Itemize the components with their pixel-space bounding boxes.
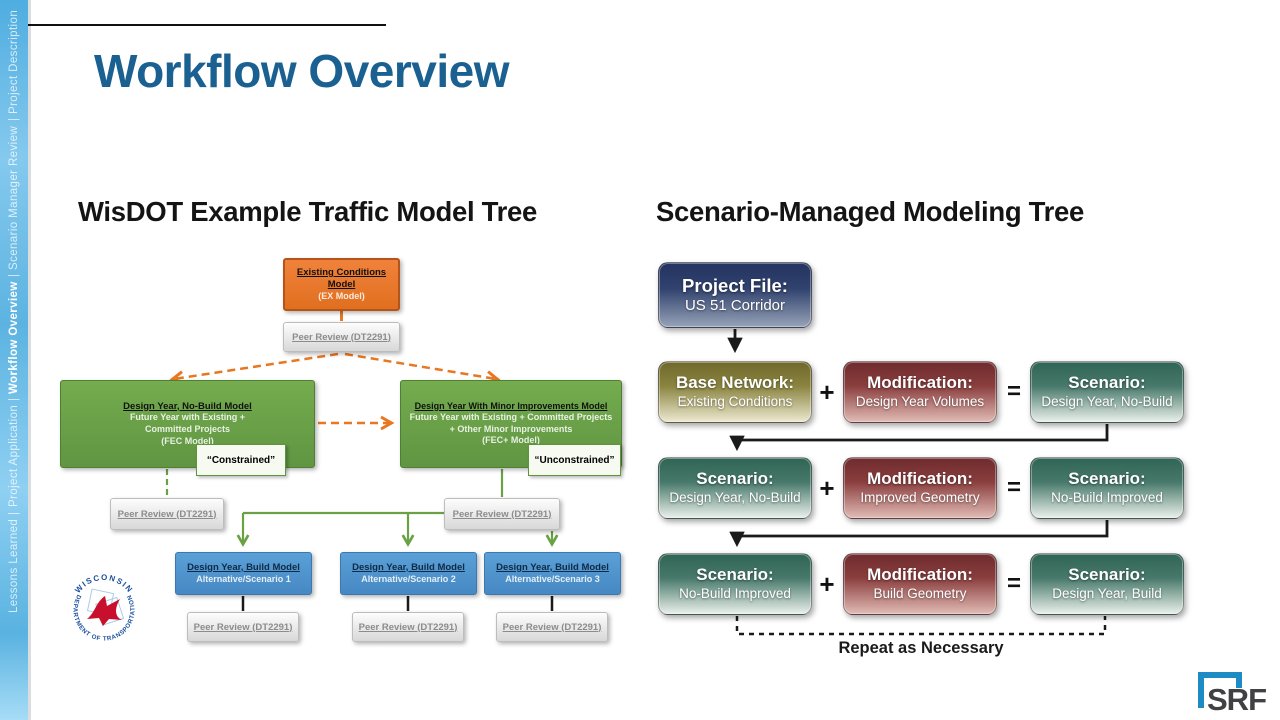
peer-review-label: Peer Review (DT2291)	[452, 508, 552, 520]
unconstrained-label: “Unconstrained”	[534, 454, 615, 466]
box-title: Modification:	[867, 469, 973, 489]
peer-review-label: Peer Review (DT2291)	[117, 508, 217, 520]
minor-title: Design Year With Minor Improvements Mode…	[414, 400, 608, 411]
repeat-label: Repeat as Necessary	[838, 639, 1004, 657]
box-title: Scenario:	[1068, 469, 1146, 489]
existing-conditions-box: Existing Conditions Model (EX Model)	[283, 258, 400, 311]
base-network-box: Base Network: Existing Conditions	[658, 361, 812, 423]
box-subtitle: Design Year, Build	[1052, 585, 1162, 601]
build-alt-2: Alternative/Scenario 2	[361, 573, 456, 584]
equals-operator: =	[1006, 474, 1021, 501]
arrow-peer-to-nobuild	[169, 352, 339, 385]
equals-operator: =	[1006, 378, 1021, 405]
right-diagram-heading: Scenario-Managed Modeling Tree	[656, 196, 1085, 227]
header-rule	[28, 24, 386, 26]
constrained-label: “Constrained”	[206, 454, 276, 466]
box-subtitle: Design Year Volumes	[855, 393, 985, 409]
minor-body-1: Future Year with Existing + Committed Pr…	[409, 412, 613, 423]
box-title: Scenario:	[696, 469, 774, 489]
unconstrained-tag: “Unconstrained”	[528, 444, 621, 476]
minor-body-3: (FEC+ Model)	[482, 435, 540, 446]
sidebar-separator: |	[8, 511, 20, 515]
peer-review-box-1: Peer Review (DT2291)	[283, 322, 400, 352]
scenario-result-box-2: Scenario: No-Build Improved	[1030, 457, 1184, 519]
peer-review-label: Peer Review (DT2291)	[502, 621, 602, 633]
box-title: Modification:	[867, 373, 973, 393]
modification-box-1: Modification: Design Year Volumes	[843, 361, 997, 423]
build-title: Design Year, Build Model	[187, 561, 300, 573]
srf-logo: SRF	[1198, 672, 1267, 716]
existing-title-line2: Model	[327, 278, 356, 290]
no-build-title: Design Year, No-Build Model	[123, 400, 252, 412]
scenario-result-box-3: Scenario: Design Year, Build	[1030, 553, 1184, 615]
sidebar-item-lessons-learned: Lessons Learned	[8, 518, 20, 613]
wisdot-logo-icon: WISCONSIN DEPARTMENT OF TRANSPORTATION	[63, 569, 145, 651]
box-subtitle: No-Build Improved	[1051, 489, 1163, 505]
build-title: Design Year, Build Model	[352, 561, 465, 573]
page-title: Workflow Overview	[94, 45, 510, 97]
arrow-row1-to-row2	[729, 424, 1109, 452]
equals-operator: =	[1006, 570, 1021, 597]
box-subtitle: Existing Conditions	[677, 393, 793, 409]
plus-operator: +	[819, 569, 835, 599]
build-alt-3: Alternative/Scenario 3	[505, 573, 600, 584]
sidebar-breadcrumb: Lessons Learned | Project Application | …	[0, 10, 28, 710]
box-subtitle: Design Year, No-Build	[669, 489, 801, 505]
peer-review-box-2: Peer Review (DT2291)	[110, 498, 224, 530]
left-diagram-heading: WisDOT Example Traffic Model Tree	[78, 196, 538, 227]
arrow-peer-to-minor	[344, 352, 501, 385]
sidebar-separator: |	[8, 118, 20, 122]
arrow-row2-to-row3	[729, 520, 1109, 548]
build-title: Design Year, Build Model	[496, 561, 609, 573]
sidebar-item-workflow-overview: Workflow Overview	[8, 280, 20, 394]
build-model-box-1: Design Year, Build Model Alternative/Sce…	[175, 552, 312, 595]
box-title: Scenario:	[1068, 373, 1146, 393]
box-subtitle: Build Geometry	[873, 585, 967, 601]
peer-review-label: Peer Review (DT2291)	[358, 621, 458, 633]
scenario-result-box-1: Scenario: Design Year, No-Build	[1030, 361, 1184, 423]
box-title: Modification:	[867, 565, 973, 585]
peer-review-box-3: Peer Review (DT2291)	[444, 498, 560, 530]
no-build-body-3: (FEC Model)	[161, 435, 214, 446]
box-subtitle: No-Build Improved	[679, 585, 791, 601]
peer-review-box-4: Peer Review (DT2291)	[187, 612, 299, 642]
sidebar-item-scenario-manager-review: Scenario Manager Review	[8, 125, 20, 270]
scenario-input-box-2: Scenario: Design Year, No-Build	[658, 457, 812, 519]
sidebar-separator: |	[8, 397, 20, 402]
no-build-body-2: Committed Projects	[144, 424, 231, 435]
existing-title-line1: Existing Conditions	[296, 266, 387, 278]
sidebar-separator: |	[8, 273, 20, 277]
svg-text:SRF: SRF	[1207, 682, 1266, 716]
peer-review-label: Peer Review (DT2291)	[193, 621, 293, 633]
scenario-input-box-3: Scenario: No-Build Improved	[658, 553, 812, 615]
box-subtitle: Design Year, No-Build	[1041, 393, 1173, 409]
no-build-body-1: Future Year with Existing +	[129, 412, 246, 423]
plus-operator: +	[819, 473, 835, 503]
build-model-box-2: Design Year, Build Model Alternative/Sce…	[340, 552, 477, 595]
existing-subtitle: (EX Model)	[318, 290, 365, 301]
box-title: Scenario:	[696, 565, 774, 585]
peer-review-box-5: Peer Review (DT2291)	[352, 612, 464, 642]
modification-box-2: Modification: Improved Geometry	[843, 457, 997, 519]
project-file-subtitle: US 51 Corridor	[684, 296, 786, 314]
repeat-loop-dashed	[735, 616, 1107, 636]
peer-review-label: Peer Review (DT2291)	[292, 331, 391, 343]
sidebar-nav-rail: Lessons Learned | Project Application | …	[0, 0, 31, 720]
srf-bracket-icon	[1198, 672, 1242, 708]
constrained-tag: “Constrained”	[196, 444, 286, 476]
plus-operator: +	[819, 377, 835, 407]
box-title: Scenario:	[1068, 565, 1146, 585]
box-title: Base Network:	[675, 373, 795, 393]
sidebar-item-project-description: Project Description	[8, 10, 20, 115]
peer-review-box-6: Peer Review (DT2291)	[496, 612, 608, 642]
modification-box-3: Modification: Build Geometry	[843, 553, 997, 615]
sidebar-item-project-application: Project Application	[8, 405, 20, 508]
project-file-box: Project File: US 51 Corridor	[658, 262, 812, 328]
build-alt-1: Alternative/Scenario 1	[196, 573, 291, 584]
minor-body-2: + Other Minor Improvements	[449, 423, 573, 434]
box-subtitle: Improved Geometry	[860, 489, 980, 505]
build-model-box-3: Design Year, Build Model Alternative/Sce…	[484, 552, 621, 595]
project-file-title: Project File:	[682, 274, 788, 296]
